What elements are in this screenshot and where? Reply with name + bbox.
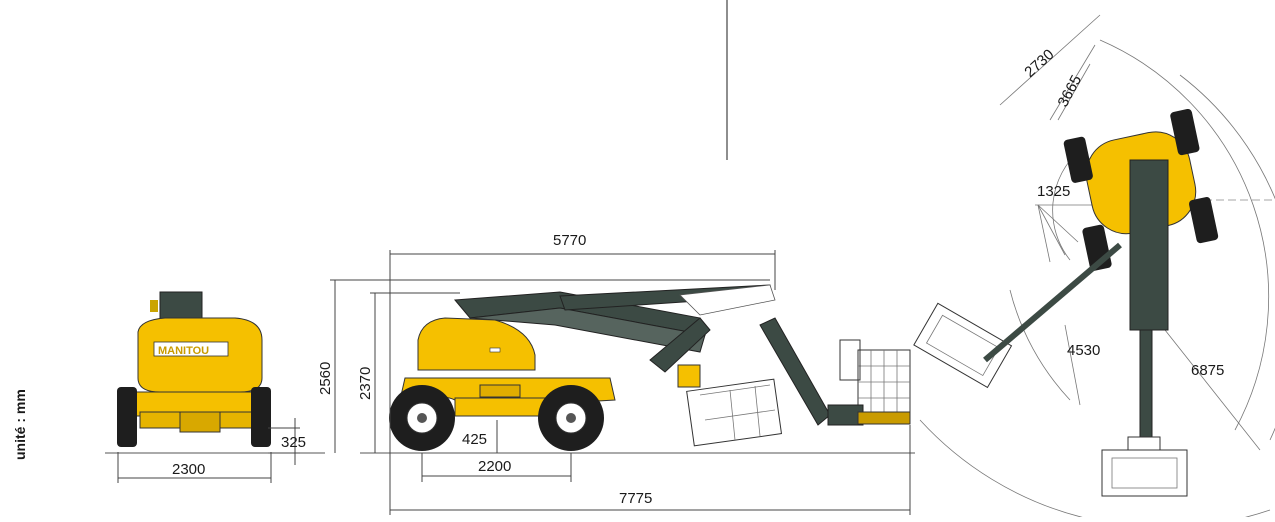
dim-wheel-height: 425 <box>462 431 487 448</box>
basket-extended <box>827 339 911 426</box>
dim-swing-radius-b: 3665 <box>1055 72 1086 109</box>
dim-overall-height: 2560 <box>317 362 334 395</box>
wheel-rear <box>538 385 604 451</box>
dim-turning-inner: 1325 <box>1037 183 1070 200</box>
unit-label: unité : mm <box>12 389 28 460</box>
top-view: 2730 3665 1325 4530 6875 <box>913 14 1275 522</box>
dim-turning-mid: 4530 <box>1067 342 1100 359</box>
side-view: 5770 2560 2370 425 2200 7775 <box>317 232 915 515</box>
top-basket-extended <box>1101 449 1188 497</box>
brand-label: MANITOU <box>158 345 209 357</box>
wheel-front <box>389 385 455 451</box>
dim-ground-clearance: 325 <box>281 434 306 451</box>
dim-turning-outer: 6875 <box>1191 362 1224 379</box>
dim-top-length: 5770 <box>553 232 586 249</box>
dim-wheelbase: 2200 <box>478 458 511 475</box>
front-view: MANITOU 2300 325 <box>105 291 325 483</box>
turret-body <box>417 317 536 371</box>
dim-overall-length: 7775 <box>619 490 652 507</box>
front-tire-left <box>117 387 137 447</box>
dim-stowed-height: 2370 <box>357 367 374 400</box>
dim-swing-radius-a: 2730 <box>1021 46 1057 81</box>
basket-stowed <box>677 364 783 447</box>
dim-front-width: 2300 <box>172 461 205 478</box>
top-basket-stowed <box>913 302 1013 389</box>
front-tire-right <box>251 387 271 447</box>
top-boom <box>1129 159 1169 331</box>
